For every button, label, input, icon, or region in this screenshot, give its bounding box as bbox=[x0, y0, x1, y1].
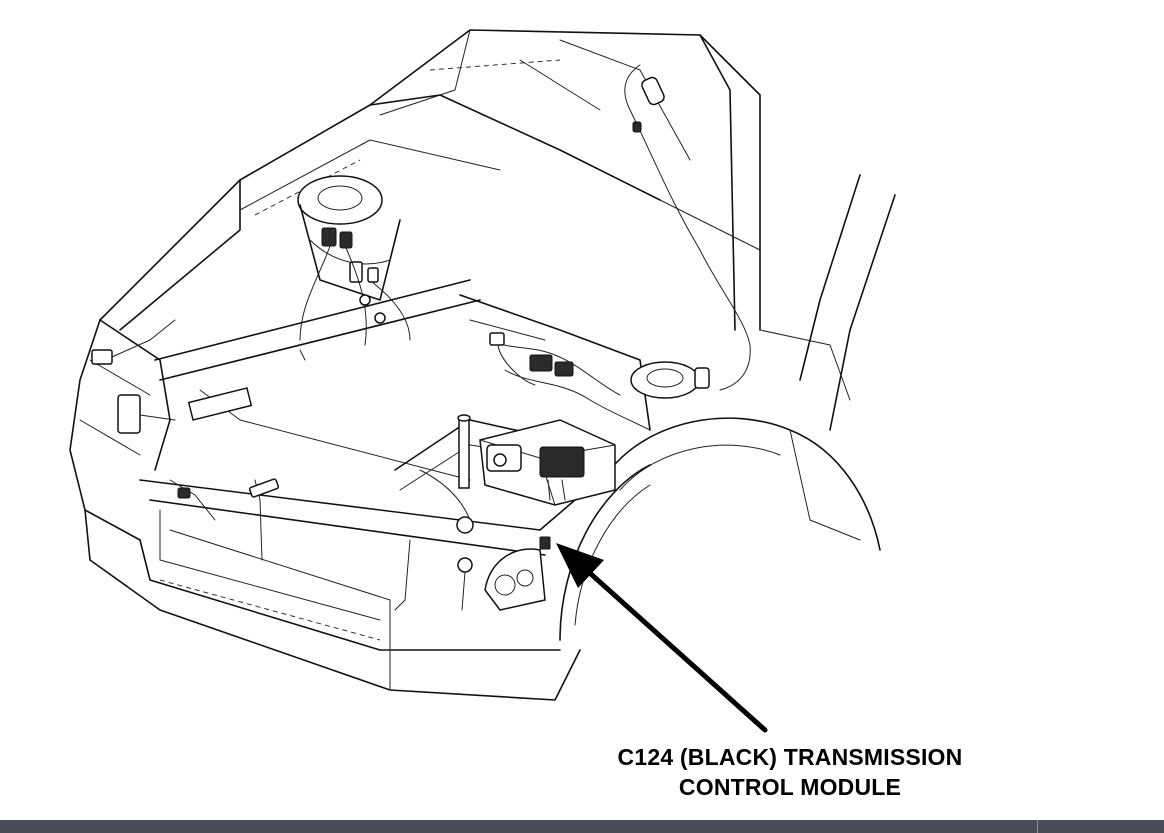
hood-lamp-wire bbox=[624, 64, 751, 391]
callout-arrow bbox=[556, 543, 768, 733]
connectors-left bbox=[299, 227, 411, 346]
fender-right bbox=[559, 174, 896, 641]
lower-connectors bbox=[169, 469, 551, 611]
strut-tower-right bbox=[630, 361, 710, 399]
center-harness bbox=[489, 332, 651, 431]
c124-connector bbox=[539, 536, 551, 550]
bottom-toolbar bbox=[0, 820, 1164, 833]
body-outline bbox=[99, 94, 761, 331]
hood bbox=[369, 29, 761, 331]
callout-label: C124 (BLACK) TRANSMISSION CONTROL MODULE bbox=[520, 742, 1060, 802]
strut-tower-left bbox=[297, 175, 401, 301]
callout-line-2: CONTROL MODULE bbox=[678, 774, 902, 800]
battery-module bbox=[479, 419, 616, 506]
radiator-support bbox=[139, 279, 611, 556]
toolbar-divider bbox=[1037, 820, 1038, 833]
front-bumper bbox=[84, 509, 581, 701]
callout-line-1: C124 (BLACK) TRANSMISSION bbox=[617, 744, 963, 770]
front-left-corner bbox=[69, 319, 176, 541]
